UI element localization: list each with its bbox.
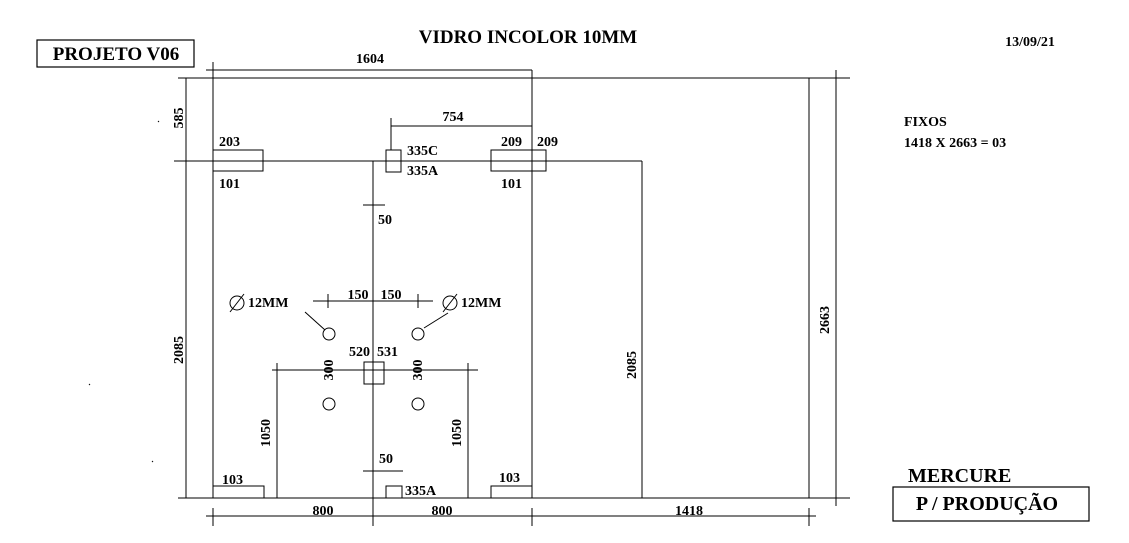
dim-bottom-right-width: 1418 xyxy=(675,504,703,519)
dim-total-height: 2663 xyxy=(818,306,833,334)
dim-half-left: 150 xyxy=(348,288,369,303)
project-label: PROJETO V06 xyxy=(53,44,180,65)
fitting-bottom-right-label: 103 xyxy=(499,471,520,486)
dim-inner-right-height: 2085 xyxy=(625,351,640,379)
fitting-top-left-lower: 101 xyxy=(219,177,240,192)
hole xyxy=(411,327,425,341)
diameter-icon xyxy=(229,295,245,311)
fitting-top-right xyxy=(490,149,547,172)
hole-right-label: 12MM xyxy=(461,296,501,311)
hole-left-label: 12MM xyxy=(248,296,288,311)
fitting-top-center-upper: 335C xyxy=(407,144,438,159)
status-box xyxy=(892,486,1090,522)
dim-upper-left-height: 585 xyxy=(172,108,187,129)
dim-handle-right-height: 1050 xyxy=(450,419,465,447)
dim-handle-spacing-left: 300 xyxy=(322,360,337,381)
hole xyxy=(322,327,336,341)
fitting-top-right-outer: 209 xyxy=(537,135,558,150)
dim-bottom-gap: 50 xyxy=(379,452,393,467)
drawing-title: VIDRO INCOLOR 10MM xyxy=(419,27,638,48)
hole xyxy=(322,397,336,411)
center-lock xyxy=(363,361,385,385)
dim-half-right: 150 xyxy=(381,288,402,303)
fixos-spec: 1418 X 2663 = 03 xyxy=(904,136,1006,151)
fitting-top-right-lower: 101 xyxy=(501,177,522,192)
hole xyxy=(411,397,425,411)
dim-top-width: 1604 xyxy=(356,52,384,67)
status-label: P / PRODUÇÃO xyxy=(916,492,1058,515)
center-lock-left: 520 xyxy=(349,345,370,360)
project-box xyxy=(36,39,195,68)
fitting-top-left-upper: 203 xyxy=(219,135,240,150)
diameter-icon xyxy=(442,295,458,311)
dim-bottom-mid-width: 800 xyxy=(432,504,453,519)
fitting-bottom-left-label: 103 xyxy=(222,473,243,488)
center-lock-right: 531 xyxy=(377,345,398,360)
fitting-top-center-lower: 335A xyxy=(407,164,439,179)
fitting-bottom-center xyxy=(385,485,403,499)
dim-top-gap: 50 xyxy=(378,213,392,228)
fitting-top-right-inner: 209 xyxy=(501,135,522,150)
fitting-top-center xyxy=(385,149,402,173)
fitting-bottom-right xyxy=(490,485,533,499)
dim-lower-left-height: 2085 xyxy=(172,336,187,364)
dim-handle-left-height: 1050 xyxy=(259,419,274,447)
client-name: MERCURE xyxy=(908,465,1011,487)
fixos-label: FIXOS xyxy=(904,115,947,130)
fitting-bottom-left xyxy=(212,485,265,499)
dim-handle-spacing-right: 300 xyxy=(411,360,426,381)
dim-offset-center: 754 xyxy=(443,110,464,125)
fitting-bottom-center-label: 335A xyxy=(405,484,437,499)
dim-bottom-left-width: 800 xyxy=(313,504,334,519)
fitting-top-left xyxy=(212,149,264,172)
drawing-date: 13/09/21 xyxy=(1005,35,1055,50)
